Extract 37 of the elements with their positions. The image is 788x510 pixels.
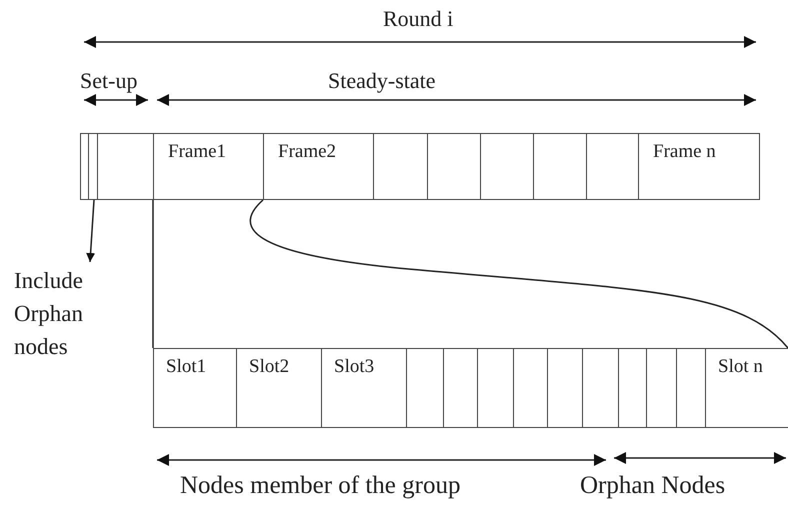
span-label: Steady-state	[328, 68, 436, 94]
slot-label: Slot1	[166, 356, 206, 378]
span-label: Round i	[383, 6, 454, 32]
span-label: Orphan Nodes	[580, 472, 726, 500]
frame-cell	[373, 133, 428, 200]
slot-label: Slot2	[249, 356, 290, 378]
frame-cell	[586, 133, 639, 200]
slot-cell	[582, 348, 619, 428]
slot-cell	[153, 348, 237, 428]
slot-cell	[513, 348, 548, 428]
frame-cell	[88, 133, 98, 200]
frame-cell	[480, 133, 534, 200]
span-label: Set-up	[80, 68, 138, 94]
slot-cell	[547, 348, 583, 428]
annotation-text: Include Orphan nodes	[14, 264, 126, 363]
span-label: Nodes member of the group	[180, 472, 460, 500]
slot-cell	[477, 348, 514, 428]
slot-cell	[236, 348, 322, 428]
frame-label: Frame1	[168, 141, 226, 163]
slot-cell	[618, 348, 647, 428]
slot-cell	[705, 348, 788, 428]
frame-cell	[97, 133, 154, 200]
frame-label: Frame2	[278, 141, 336, 163]
slot-cell	[646, 348, 677, 428]
frame-cell	[533, 133, 587, 200]
frame-cell	[263, 133, 374, 200]
leader-line	[86, 200, 96, 262]
slot-label: Slot3	[334, 356, 374, 378]
slot-label: Slot n	[718, 356, 763, 378]
frame-cell	[153, 133, 264, 200]
frame-cell	[638, 133, 760, 200]
slot-cell	[443, 348, 478, 428]
slot-cell	[321, 348, 407, 428]
frame-label: Frame n	[653, 141, 716, 163]
frame-cell	[427, 133, 481, 200]
slot-cell	[406, 348, 444, 428]
slot-cell	[676, 348, 706, 428]
